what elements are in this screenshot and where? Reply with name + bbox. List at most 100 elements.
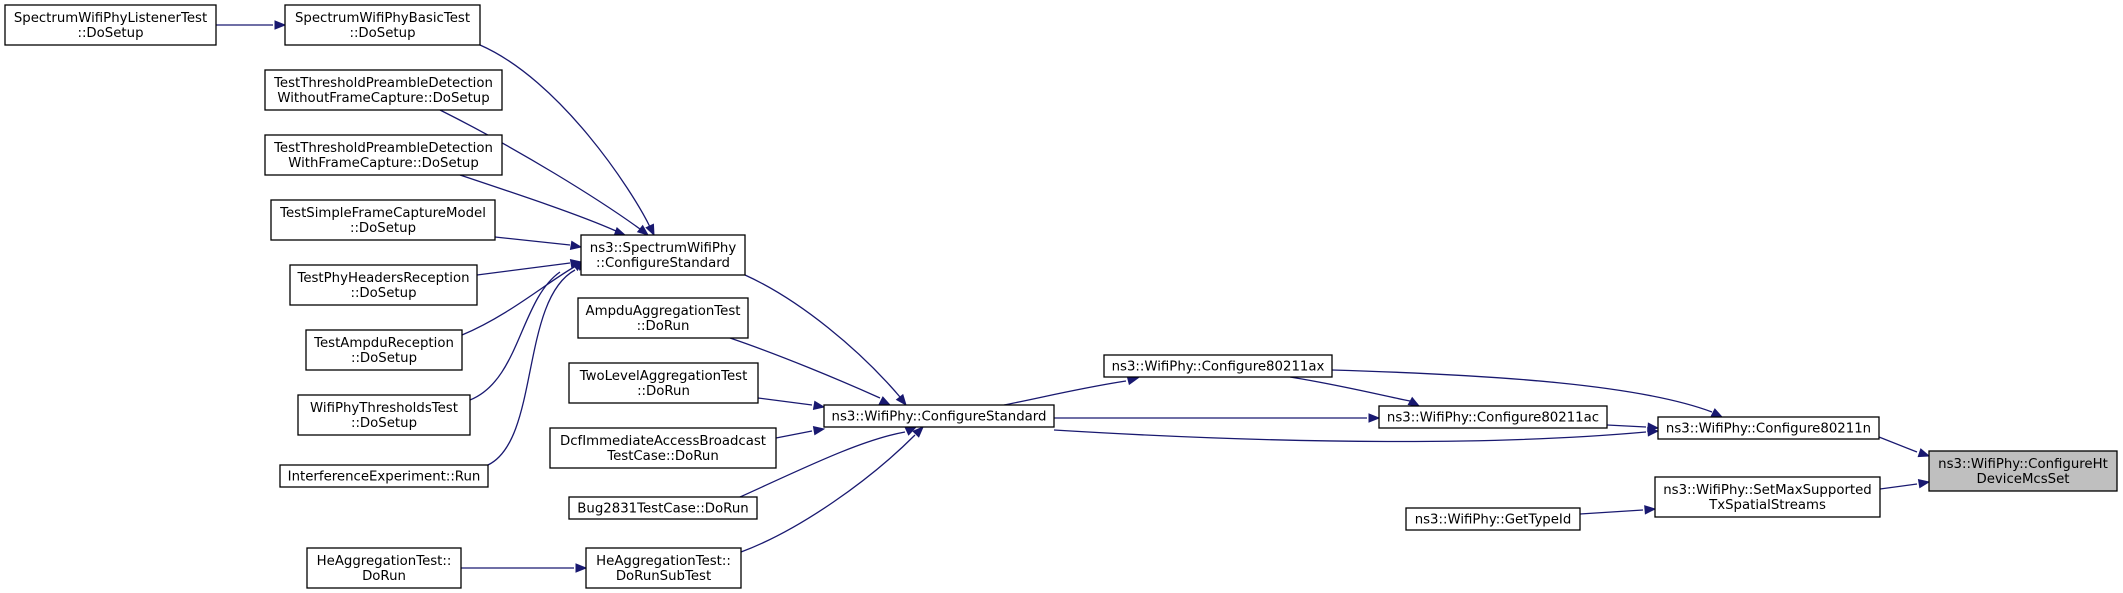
arrow-head <box>1407 396 1421 407</box>
arrow-head <box>645 223 655 237</box>
node-box <box>1657 416 1880 440</box>
call-edge <box>1053 429 1647 443</box>
node-label-line: ::DoSetup <box>351 351 417 366</box>
node-label-line: Bug2831TestCase::DoRun <box>577 502 748 517</box>
node-label-line: DoRunSubTest <box>616 569 711 584</box>
node-label-line: ::DoSetup <box>349 26 415 41</box>
node-two-level[interactable]: TwoLevelAggregationTest::DoRun <box>568 362 759 404</box>
call-edge <box>1579 509 1644 515</box>
node-thresholds-test[interactable]: WifiPhyThresholdsTest::DoSetup <box>297 394 471 436</box>
node-label-line: ::DoSetup <box>350 286 416 301</box>
node-label-line: SpectrumWifiPhyBasicTest <box>295 11 470 26</box>
node-label-line: DcfImmediateAccessBroadcast <box>560 434 766 449</box>
node-box <box>264 134 503 176</box>
node-box <box>549 427 777 469</box>
call-edge <box>461 265 577 336</box>
arrow-head <box>1368 413 1381 423</box>
node-label-line: TestPhyHeadersReception <box>296 271 469 286</box>
node-box <box>580 234 746 276</box>
node-label-line: ::ConfigureStandard <box>596 256 730 271</box>
node-box <box>585 547 742 589</box>
call-edge <box>744 274 901 398</box>
node-label-line: ns3::WifiPhy::Configure80211ax <box>1112 360 1325 375</box>
call-edge <box>1331 369 1713 413</box>
node-ampdu-reception[interactable]: TestAmpduReception::DoSetup <box>305 329 463 371</box>
node-label-line: WifiPhyThresholdsTest <box>310 401 458 416</box>
node-box <box>305 329 463 371</box>
call-edge <box>487 269 576 466</box>
node-label-line: SpectrumWifiPhyListenerTest <box>14 11 207 26</box>
node-preamble-with[interactable]: TestThresholdPreambleDetectionWithFrameC… <box>264 134 503 176</box>
node-bug2831[interactable]: Bug2831TestCase::DoRun <box>568 496 758 520</box>
call-graph-edges <box>216 20 1931 573</box>
node-label-line: TestThresholdPreambleDetection <box>273 76 493 91</box>
node-label-line: ns3::WifiPhy::GetTypeId <box>1415 513 1572 528</box>
call-edge <box>469 271 561 401</box>
call-edge <box>439 109 641 230</box>
node-box <box>284 4 481 46</box>
node-label-line: ::DoRun <box>637 319 690 334</box>
node-spectrum-configure[interactable]: ns3::SpectrumWifiPhy::ConfigureStandard <box>580 234 746 276</box>
node-box <box>279 464 489 488</box>
node-box <box>1378 405 1608 429</box>
call-edge <box>494 236 571 246</box>
node-label-line: TestThresholdPreambleDetection <box>273 141 493 156</box>
arrow-head <box>812 426 826 436</box>
node-cfg80211ax[interactable]: ns3::WifiPhy::Configure80211ax <box>1103 354 1333 378</box>
node-label-line: ns3::WifiPhy::SetMaxSupported <box>1663 483 1872 498</box>
node-box <box>4 4 217 46</box>
node-box <box>1405 507 1581 531</box>
node-basic-setup[interactable]: SpectrumWifiPhyBasicTest::DoSetup <box>284 4 481 46</box>
node-label-line: DoRun <box>362 569 406 584</box>
node-frame-capture-model[interactable]: TestSimpleFrameCaptureModel::DoSetup <box>270 199 496 241</box>
call-edge <box>479 44 651 228</box>
call-edge <box>1878 436 1918 453</box>
node-label-line: HeAggregationTest:: <box>596 554 731 569</box>
node-box <box>568 496 758 520</box>
arrow-head <box>1917 448 1931 458</box>
node-interference[interactable]: InterferenceExperiment::Run <box>279 464 489 488</box>
node-label-line: ::DoRun <box>637 384 690 399</box>
node-box <box>823 404 1055 428</box>
node-label-line: HeAggregationTest:: <box>317 554 452 569</box>
arrow-head <box>895 393 907 407</box>
arrow-head <box>575 563 588 573</box>
call-graph-nodes: SpectrumWifiPhyListenerTest::DoSetupSpec… <box>4 4 2118 589</box>
arrow-head <box>636 224 650 236</box>
node-preamble-without[interactable]: TestThresholdPreambleDetectionWithoutFra… <box>264 69 503 111</box>
node-listener-setup[interactable]: SpectrumWifiPhyListenerTest::DoSetup <box>4 4 217 46</box>
node-box <box>1103 354 1333 378</box>
node-box <box>264 69 503 111</box>
node-dcf-immediate[interactable]: DcfImmediateAccessBroadcastTestCase::DoR… <box>549 427 777 469</box>
node-ampdu-aggregation[interactable]: AmpduAggregationTest::DoRun <box>577 297 749 339</box>
call-edge <box>757 397 813 406</box>
call-edge <box>459 174 617 232</box>
node-wifi-configure[interactable]: ns3::WifiPhy::ConfigureStandard <box>823 404 1055 428</box>
node-label-line: TwoLevelAggregationTest <box>579 369 748 384</box>
arrow-head <box>1710 408 1724 418</box>
node-set-max-streams[interactable]: ns3::WifiPhy::SetMaxSupportedTxSpatialSt… <box>1654 476 1881 518</box>
node-box <box>1654 476 1881 518</box>
node-label-line: ns3::WifiPhy::ConfigureStandard <box>832 410 1047 425</box>
arrow-head <box>878 396 892 406</box>
node-label-line: WithoutFrameCapture::DoSetup <box>277 91 489 106</box>
node-he-run[interactable]: HeAggregationTest::DoRun <box>306 547 462 589</box>
node-cfg80211ac[interactable]: ns3::WifiPhy::Configure80211ac <box>1378 405 1608 429</box>
node-box <box>297 394 471 436</box>
call-edge <box>1289 376 1411 402</box>
node-label-line: ::DoSetup <box>77 26 143 41</box>
node-label-line: WithFrameCapture::DoSetup <box>288 156 479 171</box>
call-edge <box>1606 424 1647 428</box>
node-phy-headers[interactable]: TestPhyHeadersReception::DoSetup <box>289 264 478 306</box>
arrow-head <box>613 226 627 236</box>
call-edge <box>1879 483 1918 490</box>
node-box <box>1928 450 2118 492</box>
node-get-type-id[interactable]: ns3::WifiPhy::GetTypeId <box>1405 507 1581 531</box>
node-cfg80211n[interactable]: ns3::WifiPhy::Configure80211n <box>1657 416 1880 440</box>
node-he-run-sub[interactable]: HeAggregationTest::DoRunSubTest <box>585 547 742 589</box>
call-edge <box>775 430 813 439</box>
call-edge <box>1003 380 1127 406</box>
arrow-head <box>1644 505 1657 515</box>
node-label-line: ns3::WifiPhy::Configure80211n <box>1666 422 1871 437</box>
